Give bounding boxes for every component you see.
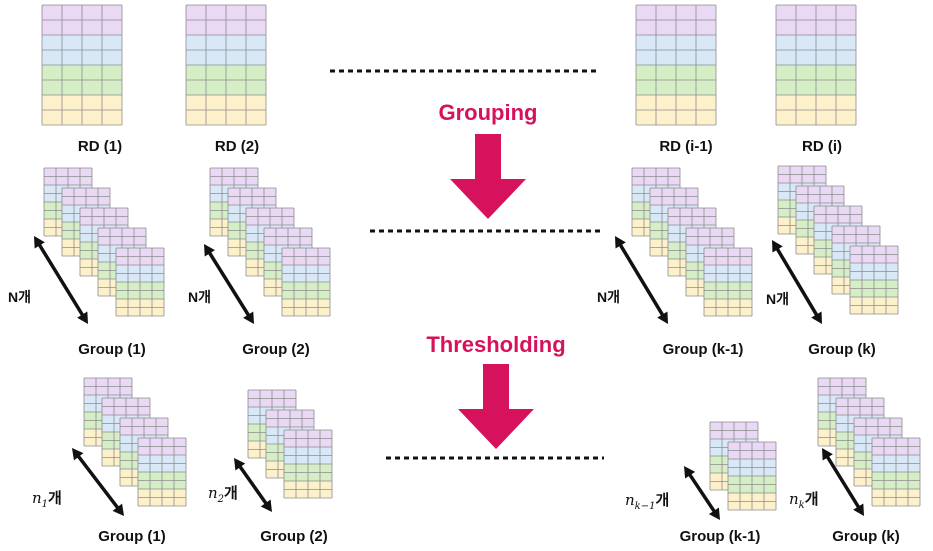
- double-arrow-thr-1: [72, 448, 124, 516]
- dotted-lines: [330, 69, 604, 460]
- group-label-2: Group (2): [242, 341, 310, 358]
- double-arrow-group-1: [34, 236, 88, 324]
- double-arrow-thr-k: [822, 448, 864, 516]
- group-k-1-stack-block: [703, 247, 753, 317]
- grouping-arrow: [450, 134, 526, 219]
- thresholded-count-1: n1개: [32, 489, 62, 510]
- thresholded-count-k-1: nk−1개: [625, 491, 670, 512]
- rd-label-i: RD (i): [802, 138, 842, 155]
- group-count-k: N개: [766, 291, 789, 307]
- thr-group-2-stack-block: [283, 429, 333, 499]
- thresholded-group-label-2: Group (2): [260, 528, 328, 545]
- thr-group-k-1-stack-block: [727, 441, 777, 511]
- double-arrow-group-k-1: [615, 236, 668, 324]
- thresholded-group-label-1: Group (1): [98, 528, 166, 545]
- double-arrow-thr-k-1: [684, 466, 720, 520]
- thresholded-group-label-k-1: Group (k-1): [679, 528, 761, 545]
- double-arrow-thr-2: [234, 458, 272, 512]
- grouping-title: Grouping: [438, 100, 538, 125]
- rd-grid-2: [185, 4, 267, 126]
- rd-label-1: RD (1): [77, 138, 123, 155]
- thresholded-count-k: nk개: [789, 490, 819, 511]
- rd-label-2: RD (2): [214, 138, 260, 155]
- rd-grid-1: [41, 4, 123, 126]
- group-label-k: Group (k): [808, 341, 876, 358]
- double-arrow-group-k: [772, 240, 822, 324]
- group-label-1: Group (1): [78, 341, 146, 358]
- rd-grid-3: [635, 4, 717, 126]
- thr-group-1-stack-block: [137, 437, 187, 507]
- rd-grid-4: [775, 4, 857, 126]
- thr-group-k-stack-block: [871, 437, 921, 507]
- group-1-stack-block: [115, 247, 165, 317]
- double-arrow-group-2: [204, 244, 254, 324]
- thresholded-group-label-k: Group (k): [832, 528, 900, 545]
- rd-label-i-1: RD (i-1): [659, 138, 713, 155]
- group-k-stack-block: [849, 245, 899, 315]
- thresholded-count-2: n2개: [208, 484, 238, 505]
- arrow-layer: [34, 134, 864, 520]
- group-label-k-1: Group (k-1): [662, 341, 744, 358]
- thresholding-arrow: [458, 364, 534, 449]
- grid-layer: [41, 4, 921, 511]
- group-count-1: N개: [8, 289, 31, 305]
- group-count-2: N개: [188, 289, 211, 305]
- group-count-k-1: N개: [597, 289, 620, 305]
- group-2-stack-block: [281, 247, 331, 317]
- thresholding-title: Thresholding: [426, 332, 566, 357]
